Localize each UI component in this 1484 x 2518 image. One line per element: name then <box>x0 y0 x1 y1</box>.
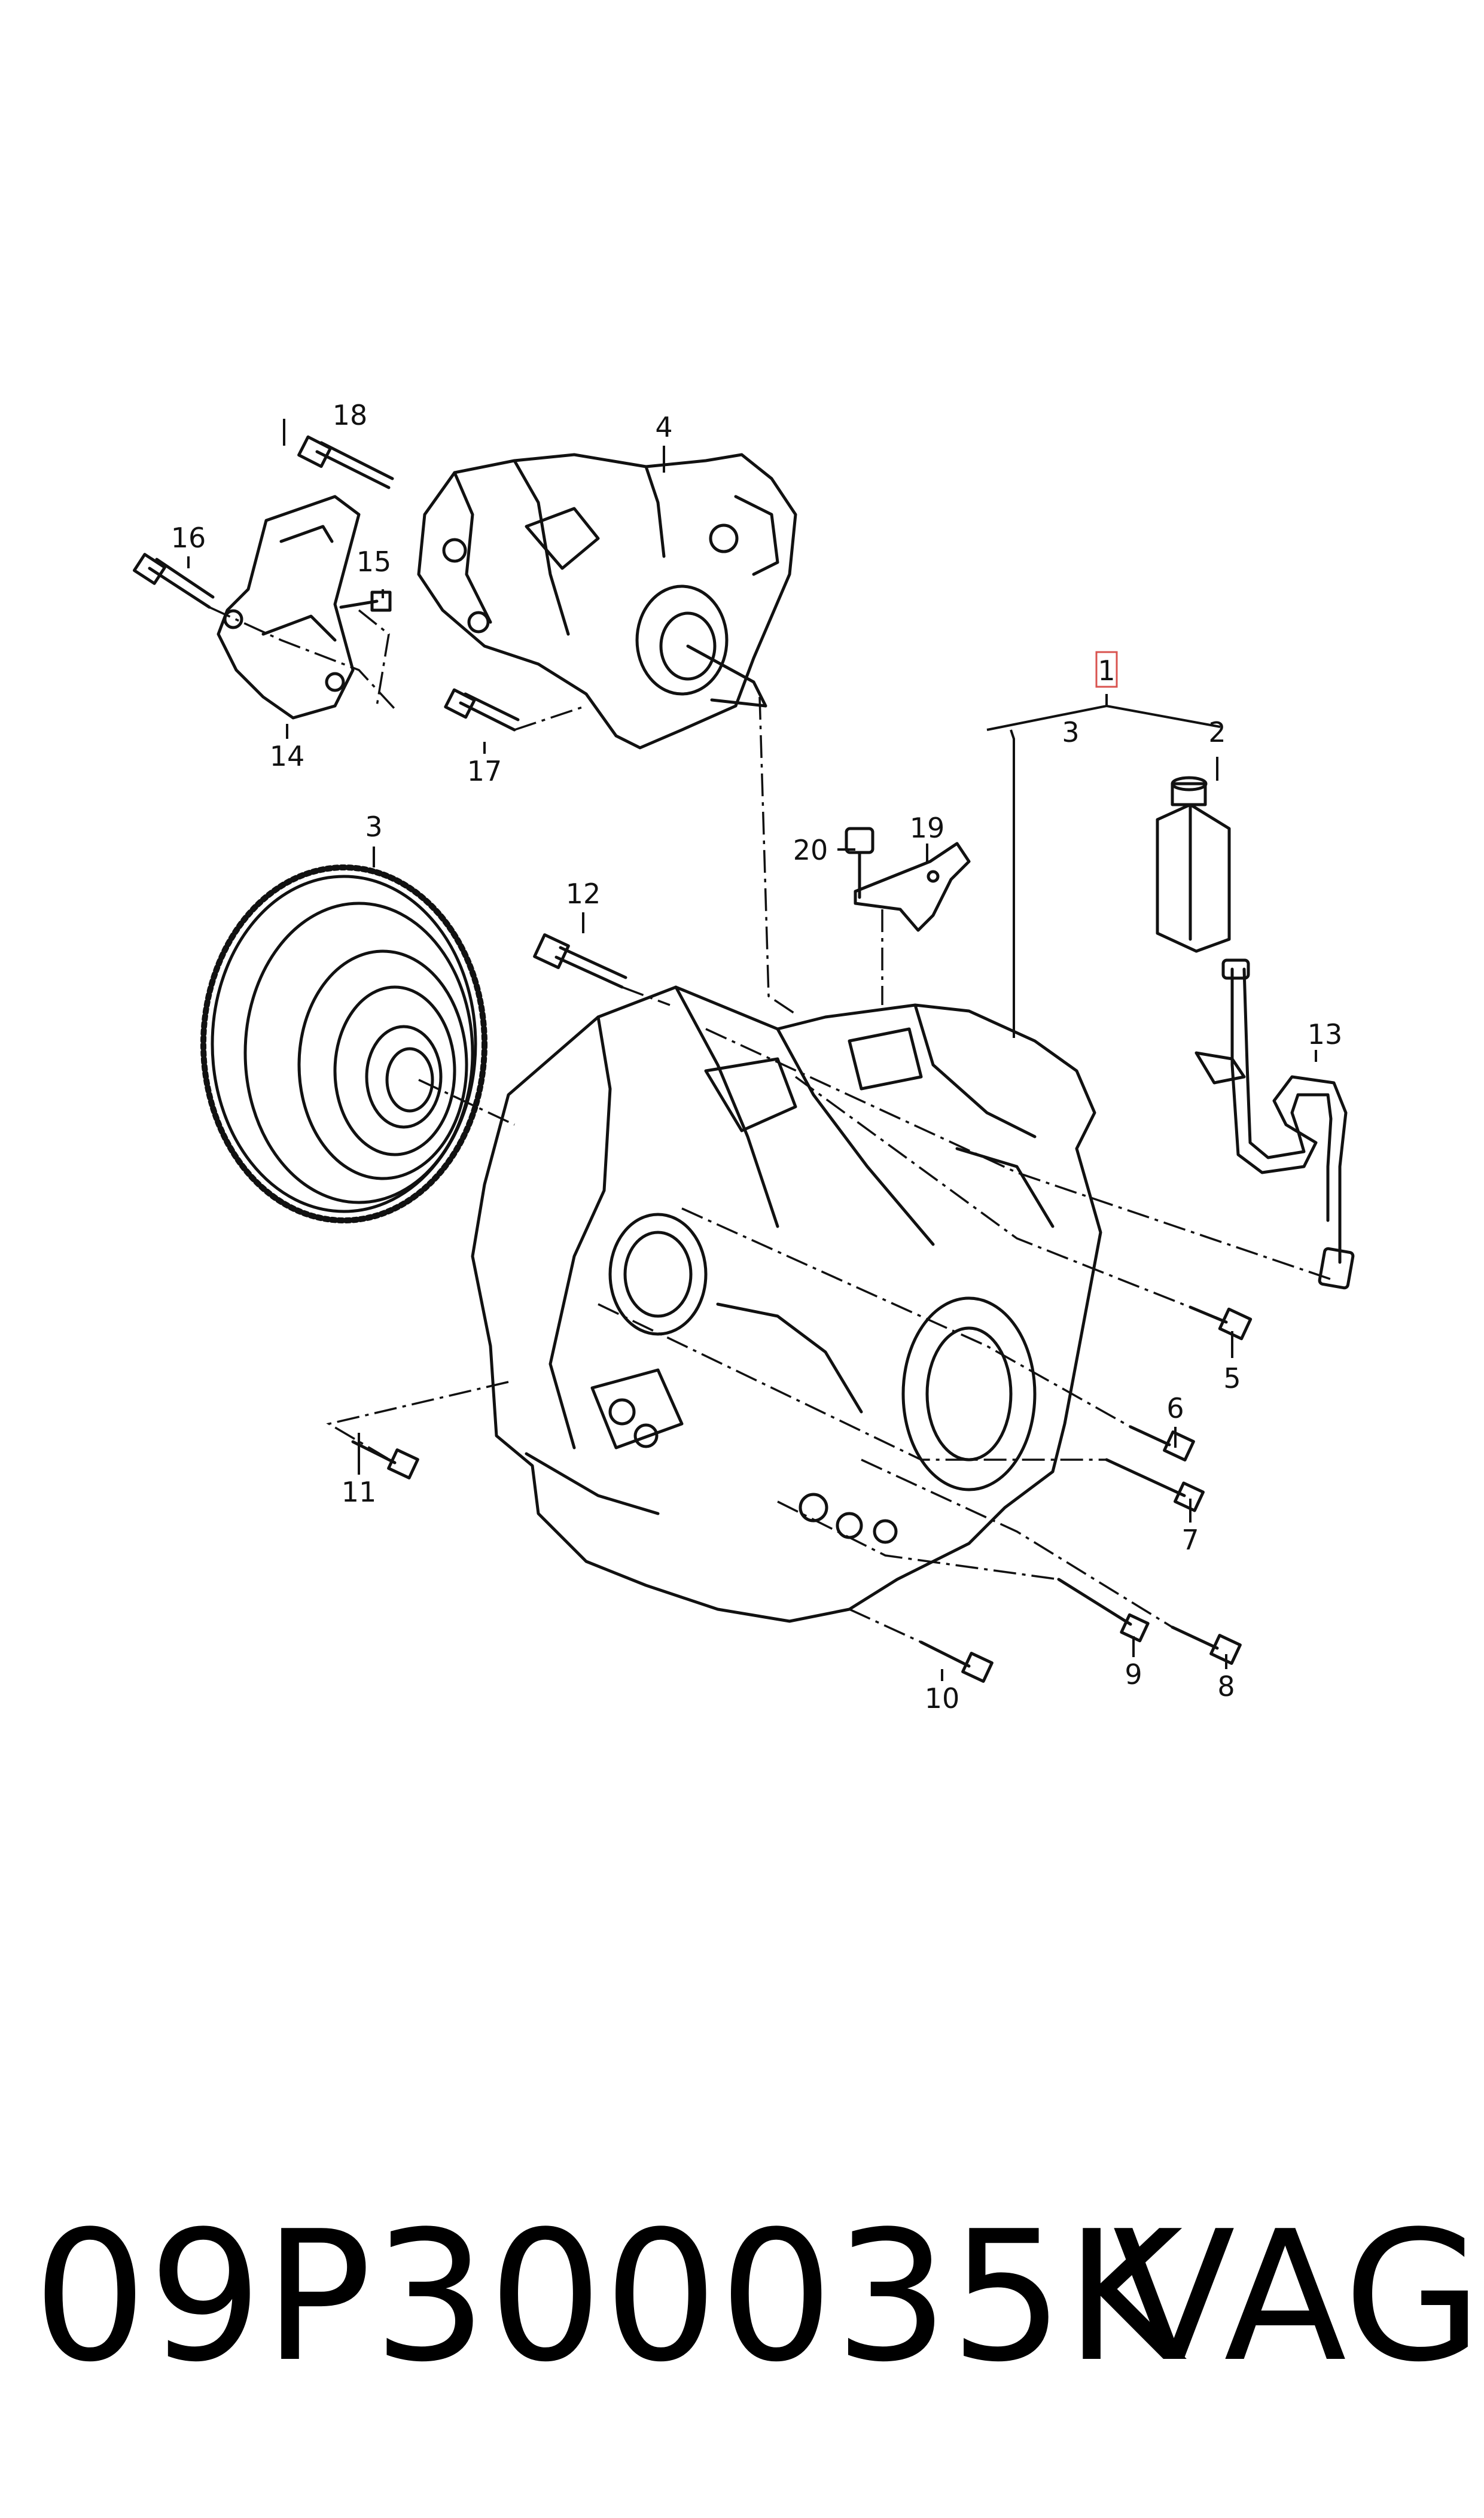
bolt-8 <box>1171 1625 1242 1665</box>
gearbox-housing-part <box>471 985 1102 1623</box>
bolt-6 <box>1129 1425 1195 1462</box>
callout-5[interactable]: 5 <box>1223 1362 1241 1395</box>
bolt-7 <box>1105 1458 1205 1512</box>
leader-lines <box>187 419 1317 1681</box>
callout-18[interactable]: 18 <box>333 399 368 431</box>
part-number: 09P300035K <box>33 2193 1184 2401</box>
hose-part <box>1194 958 1355 1290</box>
callout-3-set[interactable]: 3 <box>1062 716 1079 748</box>
oil-bottle-part <box>1156 776 1231 953</box>
bolt-18 <box>297 435 394 489</box>
callout-17[interactable]: 17 <box>467 755 502 787</box>
callout-6[interactable]: 6 <box>1166 1392 1184 1424</box>
bolt-17 <box>444 688 520 732</box>
bolt-20 <box>845 827 874 899</box>
callout-19[interactable]: 19 <box>910 812 945 844</box>
callout-9[interactable]: 9 <box>1125 1658 1142 1691</box>
callout-10[interactable]: 10 <box>925 1682 960 1715</box>
bolt-10 <box>919 1640 994 1683</box>
bracket-19-part <box>854 842 971 932</box>
bolt-12 <box>533 933 627 989</box>
callout-11[interactable]: 11 <box>342 1476 377 1508</box>
callout-4[interactable]: 4 <box>655 411 672 443</box>
bolt-15 <box>339 590 392 612</box>
callout-20[interactable]: 20 <box>793 834 828 866</box>
callout-1-highlight <box>1095 651 1118 688</box>
callout-labels: 1 2 3 3 4 5 6 7 8 9 10 11 12 13 14 15 16… <box>171 399 1343 1715</box>
callout-3-converter[interactable]: 3 <box>365 811 382 843</box>
callout-14[interactable]: 14 <box>270 740 305 772</box>
callout-15[interactable]: 15 <box>356 546 392 578</box>
bolt-16 <box>133 553 215 609</box>
transfer-unit-part <box>417 453 797 750</box>
callout-12[interactable]: 12 <box>566 878 601 910</box>
callout-16[interactable]: 16 <box>171 522 206 554</box>
bracket-part <box>217 495 361 720</box>
callout-7[interactable]: 7 <box>1181 1524 1199 1556</box>
callout-8[interactable]: 8 <box>1217 1670 1235 1703</box>
bolt-5 <box>1189 1305 1253 1341</box>
callout-13[interactable]: 13 <box>1308 1018 1343 1051</box>
dash-dot-lines <box>209 606 1334 1643</box>
torque-converter-part <box>200 864 487 1223</box>
callout-2[interactable]: 2 <box>1208 716 1226 748</box>
bolt-9 <box>1057 1578 1150 1643</box>
callout-1[interactable]: 1 <box>1098 654 1115 687</box>
bolt-11 <box>351 1440 419 1479</box>
brand-name: VAG <box>1113 2193 1483 2401</box>
